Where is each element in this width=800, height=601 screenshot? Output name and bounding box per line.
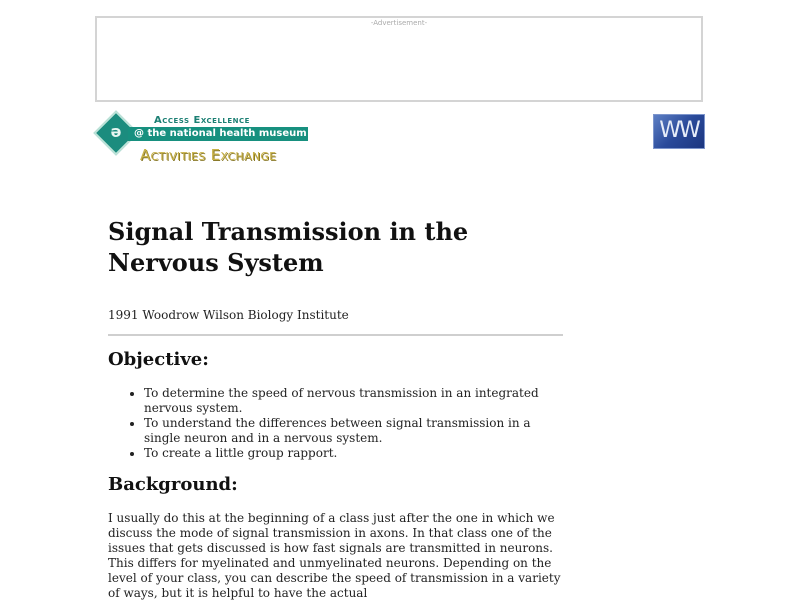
list-item: To understand the differences between si… xyxy=(144,416,564,446)
objective-list: To determine the speed of nervous transm… xyxy=(108,386,564,461)
list-item: To create a little group rapport. xyxy=(144,446,564,461)
logo-bar xyxy=(128,127,308,141)
logo-section-name: Activities Exchange xyxy=(140,146,277,164)
advertisement-label: -Advertisement- xyxy=(370,19,428,27)
list-item: To determine the speed of nervous transm… xyxy=(144,386,564,416)
logo-subtitle: @ the national health museum xyxy=(134,128,307,139)
woodrow-wilson-logo[interactable]: WW xyxy=(653,114,705,149)
divider xyxy=(108,334,563,336)
article-content: Signal Transmission in the Nervous Syste… xyxy=(108,216,564,601)
objective-heading: Objective: xyxy=(108,349,209,370)
woodrow-wilson-logo-icon: WW xyxy=(659,118,701,143)
page-title: Signal Transmission in the Nervous Syste… xyxy=(108,217,469,277)
article-author: 1991 Woodrow Wilson Biology Institute xyxy=(108,308,349,322)
background-paragraph: I usually do this at the beginning of a … xyxy=(108,511,561,600)
background-heading: Background: xyxy=(108,474,238,495)
access-excellence-logo[interactable]: ǝ Access Excellence @ the national healt… xyxy=(93,110,310,168)
ae-monogram-icon: ǝ xyxy=(110,122,122,141)
logo-title: Access Excellence xyxy=(154,115,250,126)
advertisement-banner[interactable]: -Advertisement- xyxy=(95,16,703,102)
